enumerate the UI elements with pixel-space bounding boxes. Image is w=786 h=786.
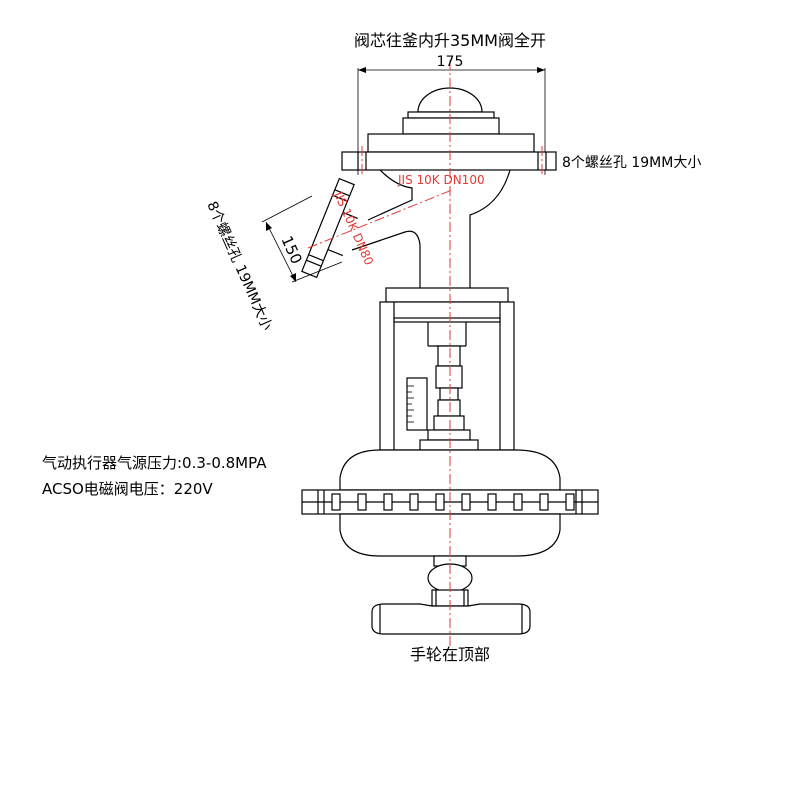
top-flange	[341, 146, 557, 176]
valve-top-cap	[367, 87, 535, 153]
solenoid-voltage-note: ACSO电磁阀电压：220V	[42, 480, 213, 498]
top-title-note: 阀芯往釜内升35MM阀全开	[354, 31, 546, 50]
dimension-175-label: 175	[437, 54, 464, 70]
actuator-bolts	[331, 493, 575, 511]
side-flange	[301, 177, 358, 279]
centerlines	[307, 60, 453, 650]
handwheel-note: 手轮在顶部	[410, 645, 490, 664]
top-flange-spec: JIS 10K DN100	[397, 173, 485, 187]
handwheel	[371, 555, 531, 635]
dimension-150-label: 150	[278, 233, 306, 266]
actuator-bracket	[379, 287, 515, 451]
stroke-scale	[407, 385, 414, 423]
actuator-pressure-note: 气动执行器气源压力:0.3-0.8MPA	[42, 454, 267, 472]
side-flange-spec: JIS 10K DN80	[331, 189, 376, 268]
side-bolt-holes-note: 8个螺丝孔 19MM大小	[203, 199, 274, 333]
valve-body	[351, 169, 511, 288]
top-bolt-holes-note: 8个螺丝孔 19MM大小	[562, 155, 701, 171]
dimension-150	[261, 195, 343, 283]
